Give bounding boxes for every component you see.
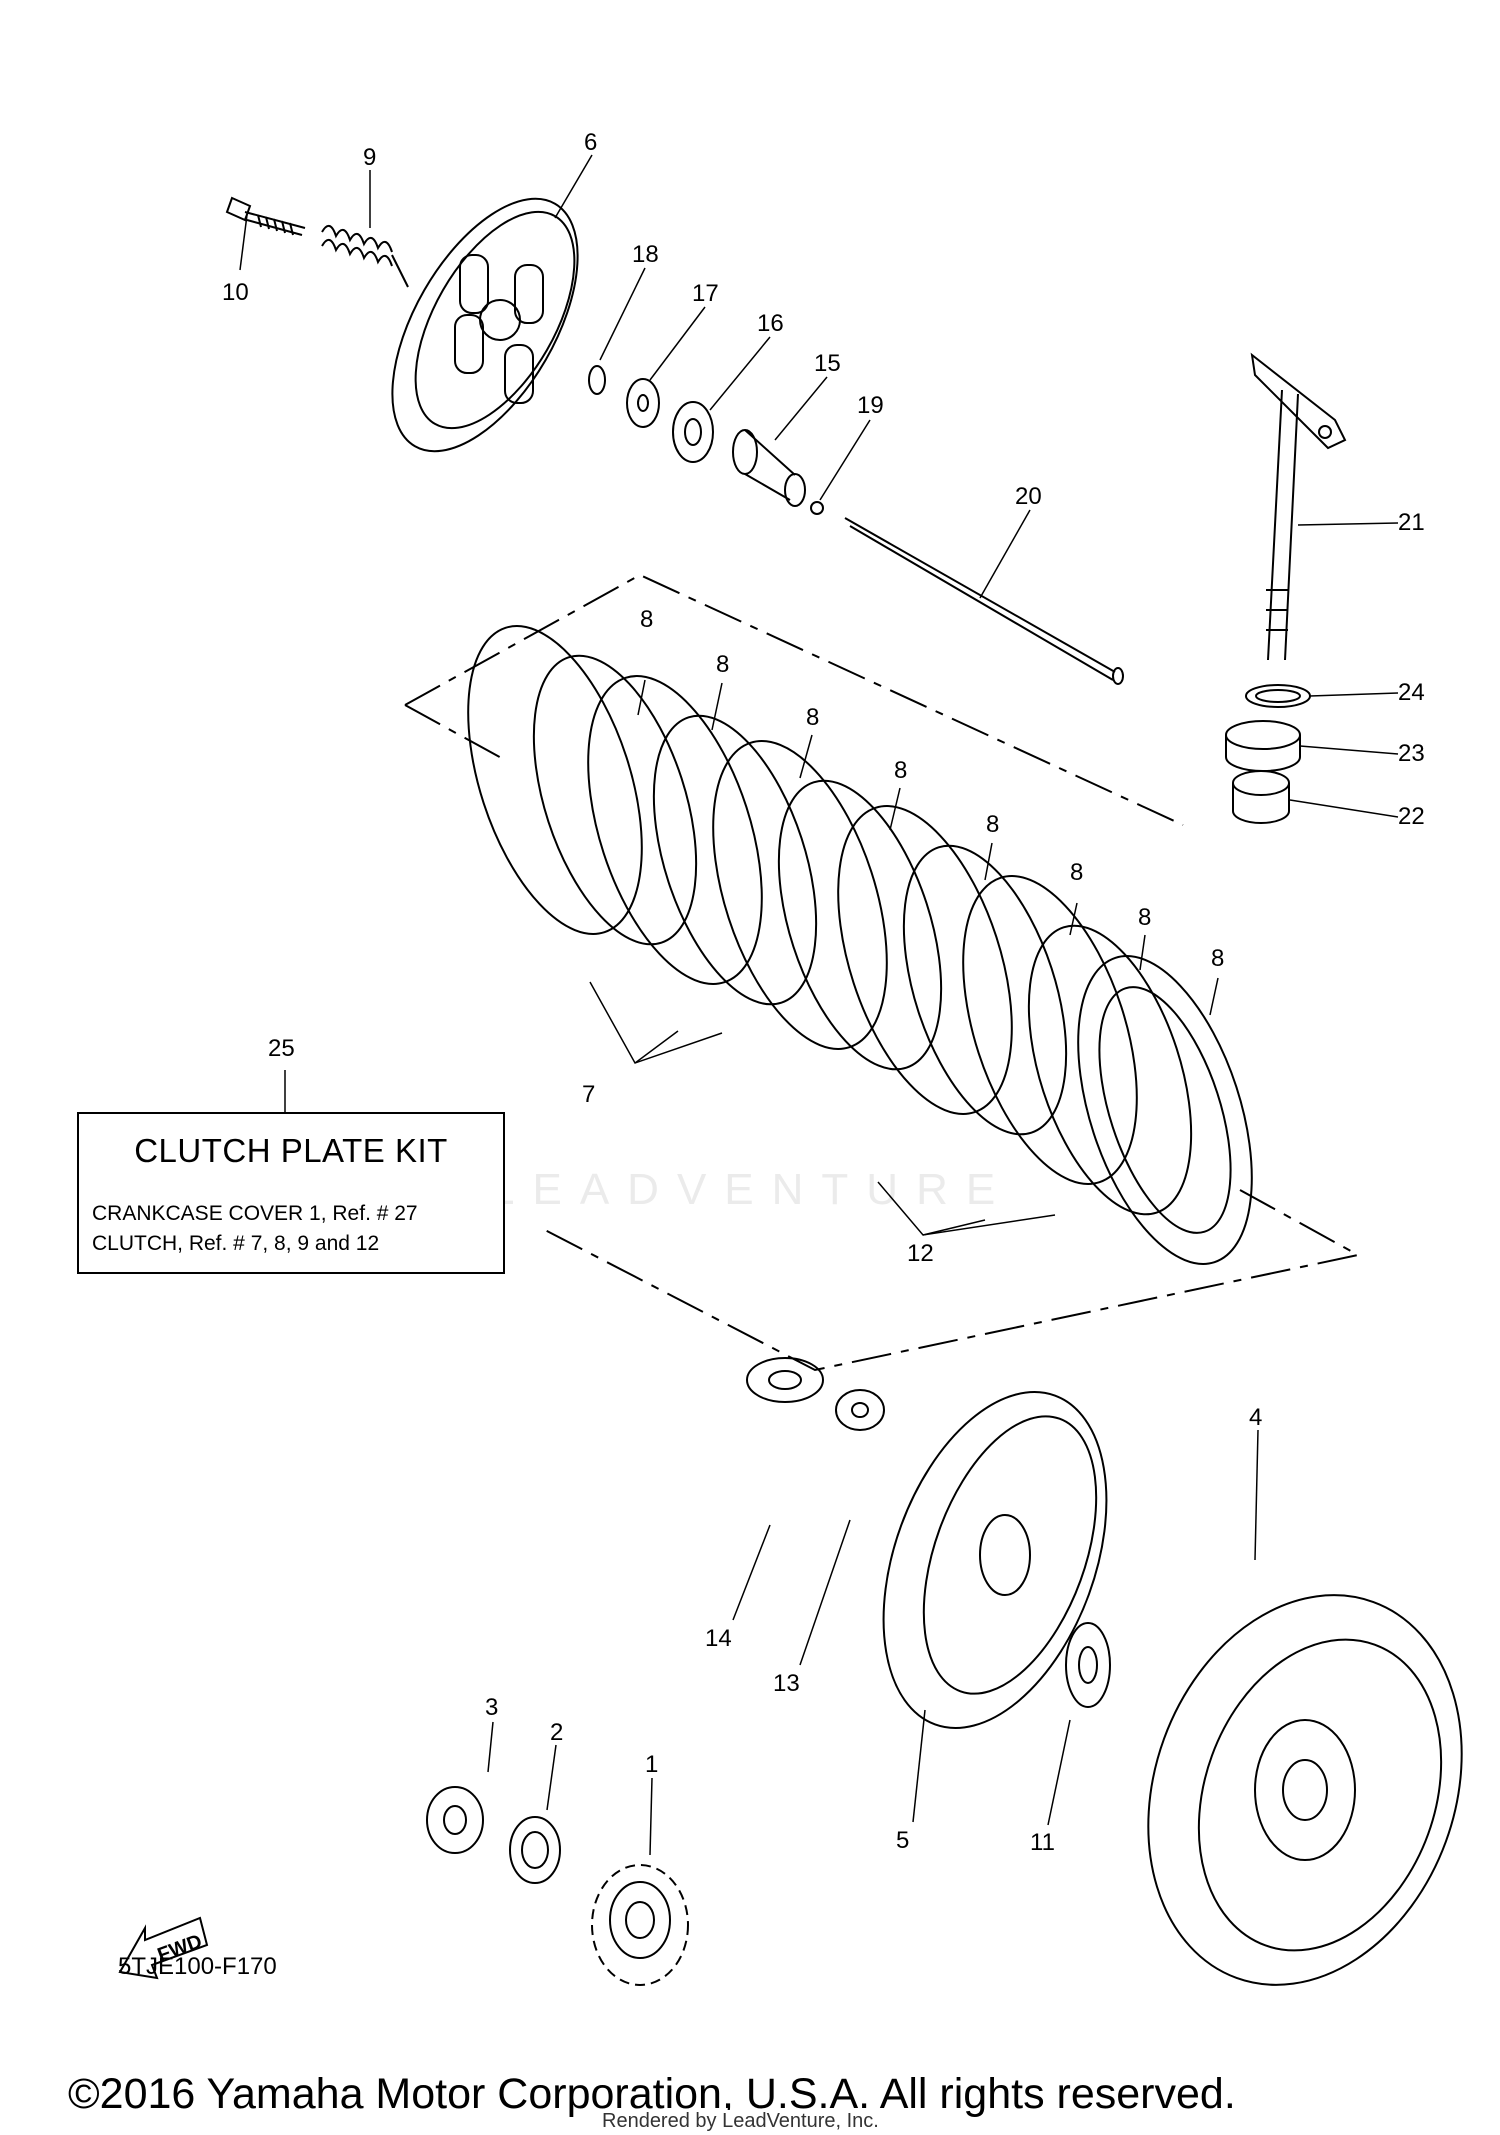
callout-19: 19 (857, 392, 884, 419)
callout-8-f: 8 (1070, 859, 1083, 886)
callout-3: 3 (485, 1694, 498, 1721)
oil-seal (1245, 684, 1311, 708)
thrust-washer (1065, 1622, 1111, 1708)
push-rod-1 (732, 429, 806, 507)
circlip (588, 365, 606, 395)
nut (746, 1357, 824, 1403)
callout-8-d: 8 (894, 757, 907, 784)
bushing (1232, 770, 1290, 824)
callout-10: 10 (222, 279, 249, 306)
callout-8-e: 8 (986, 811, 999, 838)
push-rod-2 (844, 517, 1124, 685)
diagram-code: 5TJE100-F170 (118, 1953, 277, 1980)
callout-1: 1 (645, 1751, 658, 1778)
callout-22: 22 (1398, 803, 1425, 830)
callout-8-c: 8 (806, 704, 819, 731)
rendered-by-text: Rendered by LeadVenture, Inc. (600, 2110, 881, 2133)
clutch-plate-stack (404, 573, 1361, 1372)
callout-2: 2 (550, 1719, 563, 1746)
pressure-plate-boss (882, 1391, 1108, 1729)
callout-8-b: 8 (716, 651, 729, 678)
callout-24: 24 (1398, 679, 1425, 706)
collar (426, 1786, 484, 1854)
callout-numbers: 6 9 10 18 17 16 15 19 20 21 24 23 22 8 8… (222, 129, 1425, 1856)
washer (626, 378, 660, 428)
callout-8-g: 8 (1138, 904, 1151, 931)
clutch-housing (1147, 1594, 1463, 1986)
kit-line-crankcase: CRANKCASE COVER 1, Ref. # 27 (92, 1202, 418, 1225)
leader-lines (239, 154, 1399, 1856)
bearing (1225, 720, 1301, 772)
callout-20: 20 (1015, 483, 1042, 510)
callout-7: 7 (582, 1081, 595, 1108)
pressure-plate (391, 197, 579, 453)
spring (321, 225, 409, 288)
kit-title: CLUTCH PLATE KIT (134, 1132, 448, 1169)
callout-6: 6 (584, 129, 597, 156)
callout-14: 14 (705, 1625, 732, 1652)
callout-18: 18 (632, 241, 659, 268)
callout-15: 15 (814, 350, 841, 377)
push-lever-shaft (1250, 352, 1347, 661)
clutch-plate-kit-box: CLUTCH PLATE KIT CRANKCASE COVER 1, Ref.… (77, 1112, 505, 1274)
lock-washer (835, 1389, 885, 1431)
callout-5: 5 (896, 1827, 909, 1854)
bolt (225, 196, 306, 236)
callout-16: 16 (757, 310, 784, 337)
callout-8-h: 8 (1211, 945, 1224, 972)
ball (810, 501, 824, 515)
thrust-bearing (672, 401, 714, 463)
callout-4: 4 (1249, 1404, 1262, 1431)
plain-washer (509, 1816, 561, 1884)
callout-8-a: 8 (640, 606, 653, 633)
primary-drive-gear (591, 1864, 689, 1986)
callout-25: 25 (268, 1035, 295, 1062)
callout-23: 23 (1398, 740, 1425, 767)
callout-21: 21 (1398, 509, 1425, 536)
watermark-text: LEADVENTURE (490, 1165, 1014, 1214)
callout-11: 11 (1030, 1829, 1055, 1856)
callout-17: 17 (692, 280, 719, 307)
callout-9: 9 (363, 144, 376, 171)
kit-line-clutch: CLUTCH, Ref. # 7, 8, 9 and 12 (92, 1232, 380, 1255)
callout-12: 12 (907, 1240, 934, 1267)
callout-13: 13 (773, 1670, 800, 1697)
